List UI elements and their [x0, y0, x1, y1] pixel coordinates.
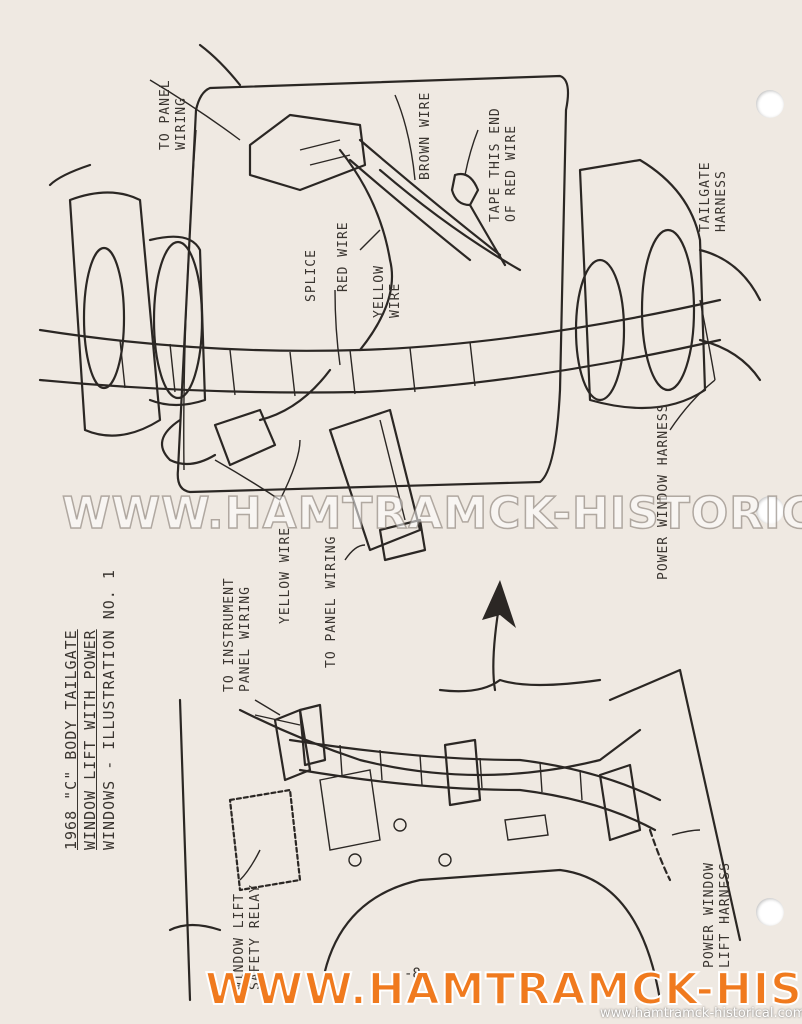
watermark-bottom: WWW.HAMTRAMCK-HISTORICAL.COM [204, 963, 802, 1016]
label-yellow-wire-lower: YELLOW WIRE [278, 526, 293, 624]
label-splice: SPLICE [304, 249, 319, 302]
label-tailgate-harness: TAILGATE HARNESS [698, 161, 729, 232]
label-tape-red-wire: TAPE THIS END OF RED WIRE [488, 107, 519, 222]
watermark-bottom-small: www.hamtramck-historical.com [600, 1006, 802, 1021]
binder-hole-top [756, 90, 784, 118]
title-line-2: WINDOW LIFT WITH POWER [81, 629, 99, 850]
illustration-title: 1968 "C" BODY TAILGATE WINDOW LIFT WITH … [62, 569, 119, 850]
label-to-instrument-panel-wiring: TO INSTRUMENT PANEL WIRING [222, 577, 253, 692]
label-to-panel-wiring-top: TO PANEL WIRING [158, 79, 189, 150]
watermark-middle: WWW.HAMTRAMCK-HISTORICAL.COM [61, 487, 802, 540]
title-line-3: WINDOWS - ILLUSTRATION NO. 1 [100, 569, 118, 850]
label-to-panel-wiring-lower: TO PANEL WIRING [324, 535, 339, 668]
label-power-window-lift-harness: POWER WINDOW LIFT HARNESS [702, 862, 733, 968]
binder-hole-middle [756, 496, 784, 524]
title-line-1: 1968 "C" BODY TAILGATE [62, 629, 80, 850]
page-number: -8- [404, 966, 430, 982]
label-yellow-wire-upper: YELLOW WIRE [372, 265, 403, 318]
binder-hole-bottom [756, 898, 784, 926]
label-red-wire: RED WIRE [336, 221, 351, 292]
label-brown-wire: BROWN WIRE [418, 91, 433, 180]
